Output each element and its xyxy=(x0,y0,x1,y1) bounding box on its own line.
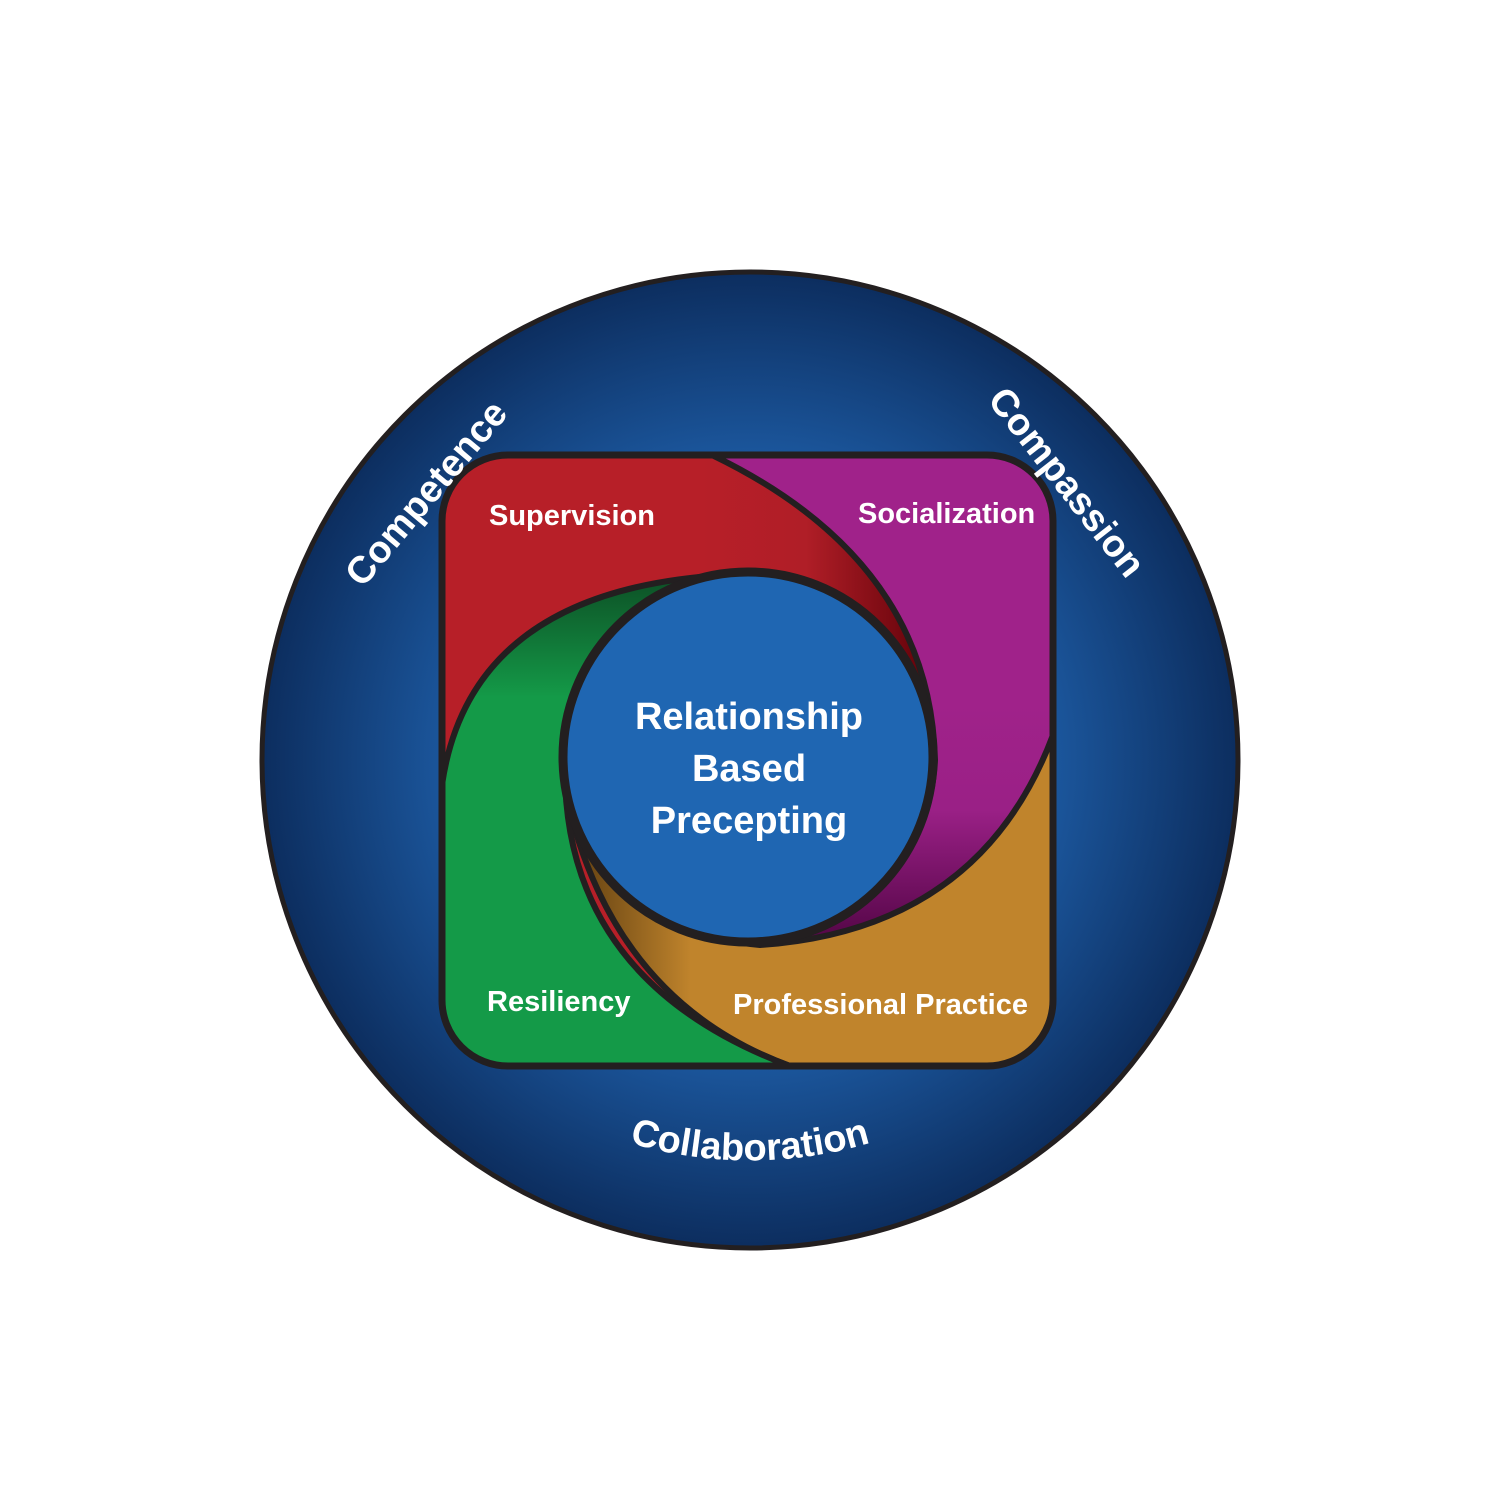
quadrant-label-socialization: Socialization xyxy=(858,498,1035,530)
core-label-line-2: Based xyxy=(692,748,806,790)
core-circle xyxy=(558,567,938,947)
quadrant-label-resiliency: Resiliency xyxy=(487,986,630,1018)
core-label-line-3: Precepting xyxy=(651,800,847,842)
quadrant-square-outline xyxy=(438,451,1057,1070)
quadrant-label-supervision: Supervision xyxy=(489,500,655,532)
quadrant-label-professional-practice: Professional Practice xyxy=(733,989,1028,1021)
core-label-line-1: Relationship xyxy=(635,696,863,738)
